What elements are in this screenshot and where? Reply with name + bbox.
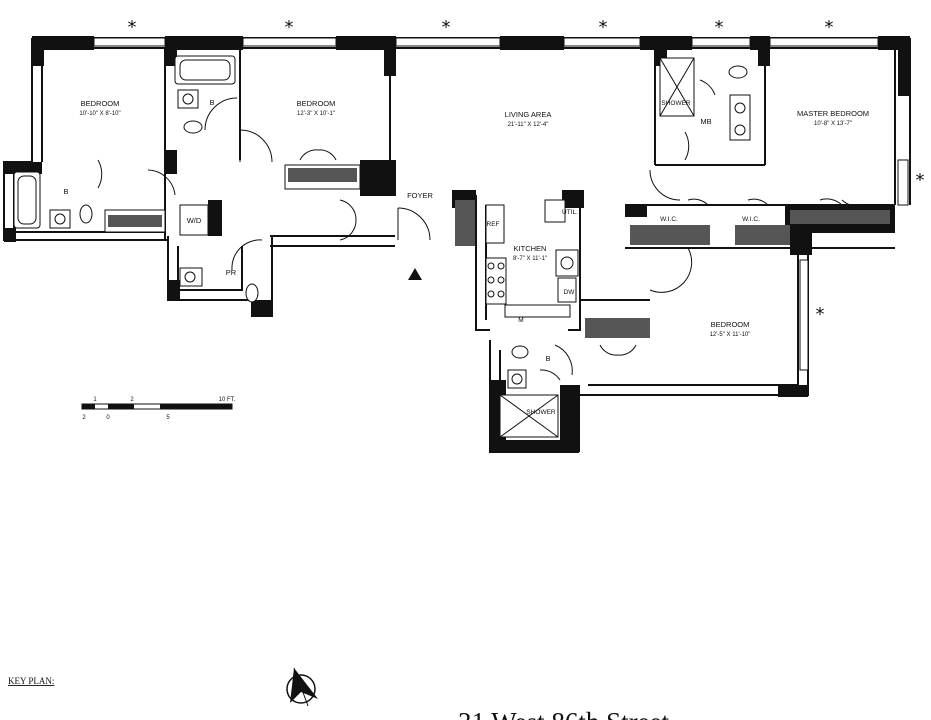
window-mark: * <box>816 304 825 325</box>
scale-label: 2 <box>82 415 86 421</box>
scale-label: 1 <box>93 397 97 403</box>
room-name-bedroom-1: BEDROOM <box>81 99 120 108</box>
label-powder-room: PR <box>226 268 237 277</box>
entry-marker-icon <box>408 268 422 280</box>
north-arrow-icon <box>286 667 318 707</box>
closet-shelves <box>104 164 890 338</box>
room-dims-kitchen: 8'-7" X 11'-1" <box>513 256 547 262</box>
label-bath-left: B <box>63 187 68 196</box>
label-utility: UTIL. <box>562 209 578 216</box>
label-refrigerator: REF <box>487 221 500 228</box>
scale-bar: 1 2 10 FT. 2 0 5 <box>81 397 236 421</box>
label-microwave: M <box>518 317 523 324</box>
building-address: 31 West 86th Street <box>458 707 670 720</box>
window-mark: * <box>916 170 925 191</box>
room-name-kitchen: KITCHEN <box>514 244 547 253</box>
key-plan-label: KEY PLAN: <box>8 676 54 686</box>
scale-label: 10 FT. <box>219 397 236 403</box>
room-name-bedroom-2: BEDROOM <box>297 99 336 108</box>
room-name-bedroom-3: BEDROOM <box>711 320 750 329</box>
label-washer-dryer: W/D <box>187 216 202 225</box>
room-name-foyer: FOYER <box>407 191 433 200</box>
label-wic-1: W.I.C. <box>660 216 678 223</box>
label-shower-1: SHOWER <box>661 100 691 107</box>
label-shower-2: SHOWER <box>526 409 556 416</box>
label-bath-top: B <box>209 98 214 107</box>
window-marks: * * * * * * * * <box>128 17 925 325</box>
window-mark: * <box>599 17 608 38</box>
door-swings <box>97 79 865 381</box>
room-dims-master-bedroom: 10'-8" X 13'-7" <box>814 121 852 127</box>
window-mark: * <box>825 17 834 38</box>
room-name-master-bedroom: MASTER BEDROOM <box>797 109 869 118</box>
windows <box>93 37 909 371</box>
room-name-living-area: LIVING AREA <box>505 110 552 119</box>
room-dims-bedroom-1: 10'-10" X 8'-10" <box>79 111 120 117</box>
label-dishwasher: DW <box>564 289 576 296</box>
scale-label: 0 <box>106 415 110 421</box>
scale-label: 2 <box>130 397 134 403</box>
room-labels: BEDROOM 10'-10" X 8'-10" BEDROOM 12'-3" … <box>63 98 869 416</box>
room-dims-bedroom-2: 12'-3" X 10'-1" <box>297 111 335 117</box>
window-mark: * <box>442 17 451 38</box>
room-dims-bedroom-3: 12'-5" X 11'-10" <box>710 332 751 338</box>
window-mark: * <box>128 17 137 38</box>
scale-label: 5 <box>166 415 170 421</box>
label-bath-bottom: B <box>545 354 550 363</box>
label-master-bath: MB <box>700 117 711 126</box>
window-mark: * <box>285 17 294 38</box>
fixtures <box>13 55 751 438</box>
window-mark: * <box>715 17 724 38</box>
room-dims-living-area: 21'-11" X 12'-4" <box>508 122 549 128</box>
label-wic-2: W.I.C. <box>742 216 760 223</box>
